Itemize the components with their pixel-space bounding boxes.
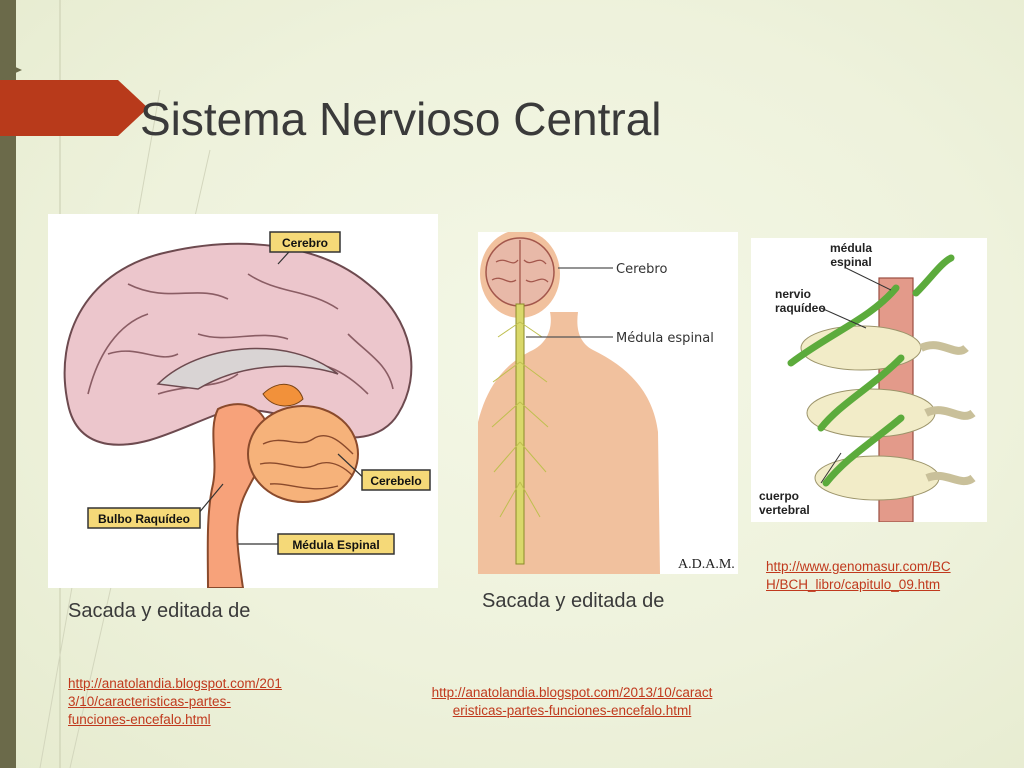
label-cerebro-2: Cerebro — [616, 262, 667, 277]
label-cuerpo-vertebral: cuerpo vertebral — [759, 489, 810, 517]
svg-text:cuerpo: cuerpo — [759, 489, 799, 503]
spinal-cord-diagram: Cerebro Médula espinal A.D.A.M. — [478, 230, 735, 574]
svg-text:Médula Espinal: Médula Espinal — [292, 538, 379, 552]
label-cerebro: Cerebro — [269, 231, 341, 253]
svg-text:espinal: espinal — [830, 255, 871, 269]
svg-text:médula: médula — [830, 241, 872, 255]
svg-text:Bulbo Raquídeo: Bulbo Raquídeo — [98, 512, 190, 526]
label-medula-espinal-3: médula espinal — [830, 241, 872, 269]
caption-image-2: Sacada y editada de — [482, 590, 665, 612]
svg-text:Cerebro: Cerebro — [282, 236, 328, 250]
label-cerebelo: Cerebelo — [361, 469, 431, 491]
title-accent-flag — [0, 80, 148, 136]
vertebra-panel: médula espinal nervio raquídeo cuerpo ve… — [751, 238, 987, 523]
brain-diagram-panel: Cerebro Cerebelo Bulbo Raquídeo Médula E… — [48, 214, 438, 589]
label-nervio-raquideo: nervio raquídeo — [775, 287, 826, 315]
source-link-1[interactable]: http://anatolandia.blogspot.com/201 3/10… — [68, 676, 282, 727]
spinal-cord-panel: Cerebro Médula espinal A.D.A.M. — [478, 230, 738, 574]
page-title: Sistema Nervioso Central — [140, 93, 662, 145]
source-link-3[interactable]: http://www.genomasur.com/BC H/BCH_libro/… — [766, 559, 951, 592]
left-accent-bar — [0, 0, 16, 768]
label-medula-espinal: Médula Espinal — [277, 533, 395, 555]
svg-text:raquídeo: raquídeo — [775, 301, 826, 315]
svg-text:Cerebelo: Cerebelo — [370, 474, 421, 488]
label-medula-espinal-2: Médula espinal — [616, 331, 714, 346]
adam-brand: A.D.A.M. — [678, 557, 735, 572]
svg-text:vertebral: vertebral — [759, 503, 810, 517]
svg-text:nervio: nervio — [775, 287, 811, 301]
label-bulbo-raquideo: Bulbo Raquídeo — [87, 507, 201, 529]
source-link-2[interactable]: http://anatolandia.blogspot.com/2013/10/… — [431, 685, 713, 718]
vertebra-diagram: médula espinal nervio raquídeo cuerpo ve… — [759, 241, 976, 523]
caption-image-1: Sacada y editada de — [68, 600, 251, 622]
brain-diagram: Cerebro Cerebelo Bulbo Raquídeo Médula E… — [63, 231, 431, 589]
